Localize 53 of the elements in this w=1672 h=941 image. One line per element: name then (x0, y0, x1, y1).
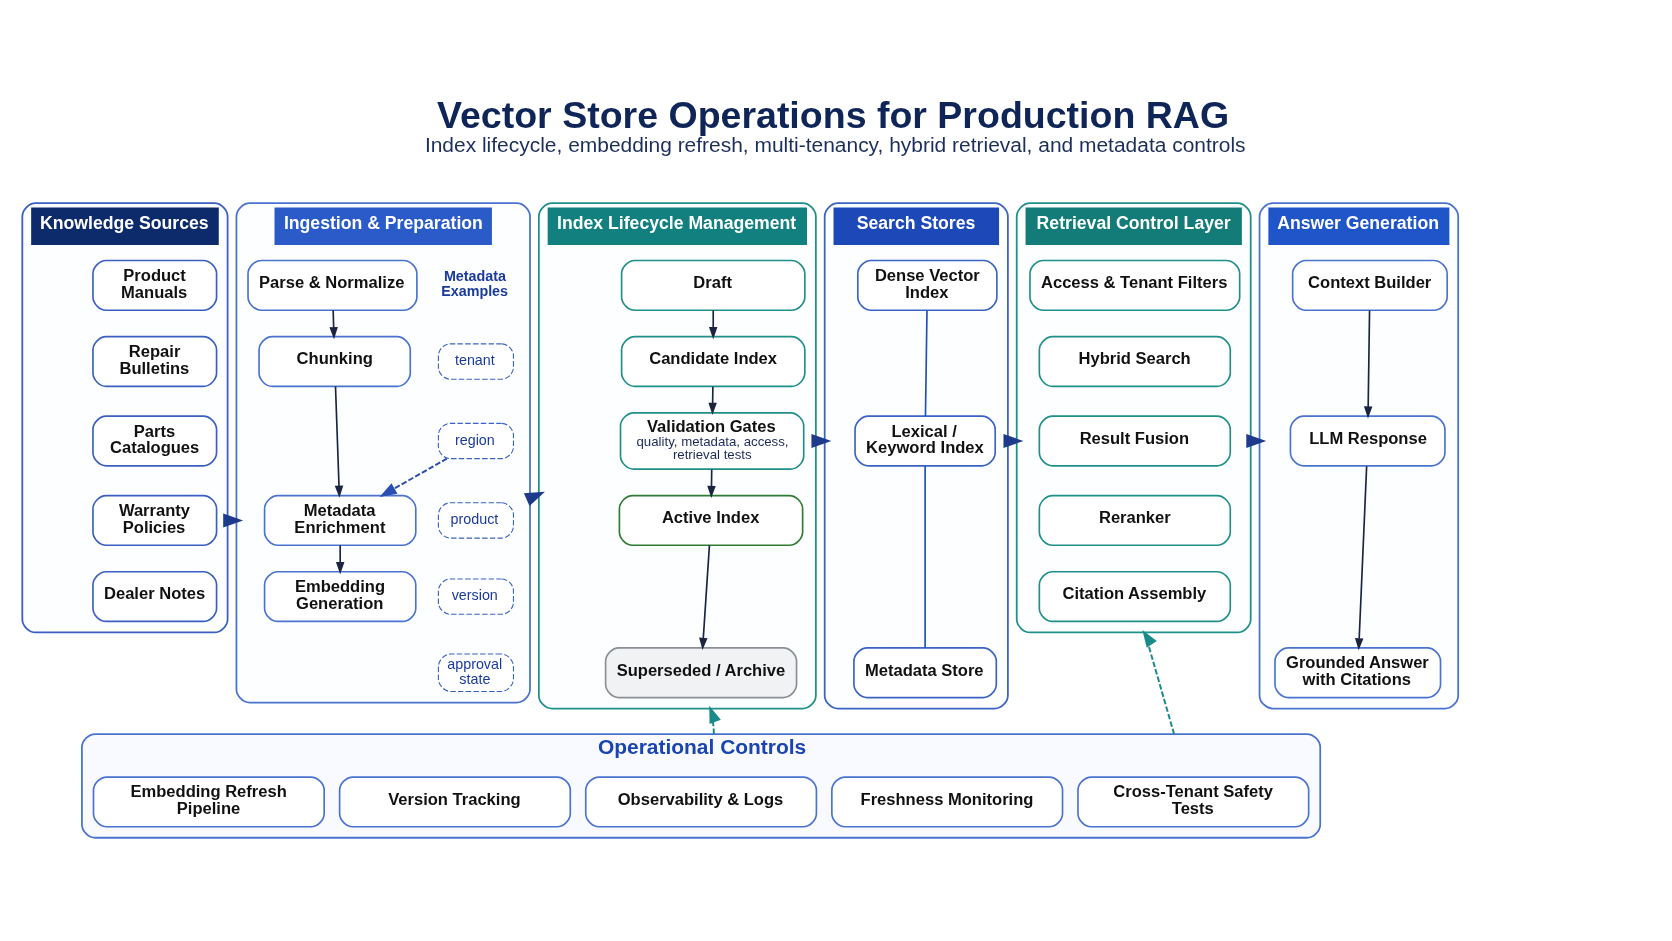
node-box: Metadata Store (853, 647, 998, 699)
node-box: Active Index (618, 494, 804, 547)
node-box: Metadata Enrichment (263, 494, 417, 547)
node-box: Context Builder (1291, 259, 1448, 312)
arrow (335, 544, 345, 575)
node-box: Version Tracking (338, 776, 572, 828)
node-box: Superseded / Archive (604, 647, 798, 699)
node-box: Result Fusion (1038, 415, 1232, 467)
node-box: LLM Response (1289, 415, 1446, 467)
node-box: Freshness Monitoring (831, 776, 1064, 828)
node-box: Observability & Logs (584, 776, 818, 828)
node-box: Citation Assembly (1038, 570, 1232, 623)
connector (924, 309, 928, 417)
node-box: Parse & Normalize (247, 259, 418, 312)
connector (924, 465, 926, 649)
node-box: Cross-Tenant Safety Tests (1077, 776, 1310, 828)
arrow (811, 434, 832, 448)
node-box: Repair Bulletins (92, 335, 218, 388)
arrow (708, 385, 717, 415)
node-box: Draft (620, 259, 806, 312)
node-box: Parts Catalogues (92, 415, 218, 467)
node-box: Warranty Policies (92, 494, 218, 547)
arrow (1003, 434, 1024, 448)
label: Metadata Examples (441, 268, 509, 299)
node-box: Grounded Answer with Citations (1274, 647, 1442, 699)
node-box: Dealer Notes (92, 570, 218, 623)
node-box: product (437, 502, 514, 539)
arrow (1246, 434, 1267, 448)
node-box: Embedding Refresh Pipeline (92, 776, 325, 828)
diagram-title: Vector Store Operations for Production RAG (437, 93, 1230, 136)
node-box: Candidate Index (620, 335, 806, 388)
node-box: Dense Vector Index (856, 259, 998, 312)
arrow (708, 309, 718, 340)
node-box: Product Manuals (92, 259, 218, 312)
arrow (1142, 629, 1176, 735)
node-box: Chunking (258, 335, 412, 388)
arrow (1354, 465, 1368, 651)
node-box: region (437, 422, 514, 460)
arrow (709, 705, 721, 735)
node-box: version (437, 578, 514, 615)
node-box: tenant (437, 343, 514, 380)
node-box: Validation Gates quality, metadata, access, retrieval tests (619, 412, 805, 470)
arrow (699, 544, 711, 650)
node-box: approval state (437, 653, 514, 693)
arrow (379, 457, 448, 497)
node-box: Embedding Generation (263, 570, 417, 623)
arrow (223, 513, 244, 528)
node-box: Hybrid Search (1038, 335, 1232, 388)
node-box: Access & Tenant Filters (1029, 259, 1241, 312)
arrow (334, 385, 344, 498)
node-box: Reranker (1038, 494, 1232, 547)
arrow (1363, 309, 1373, 419)
node-box: Lexical / Keyword Index (854, 415, 997, 467)
